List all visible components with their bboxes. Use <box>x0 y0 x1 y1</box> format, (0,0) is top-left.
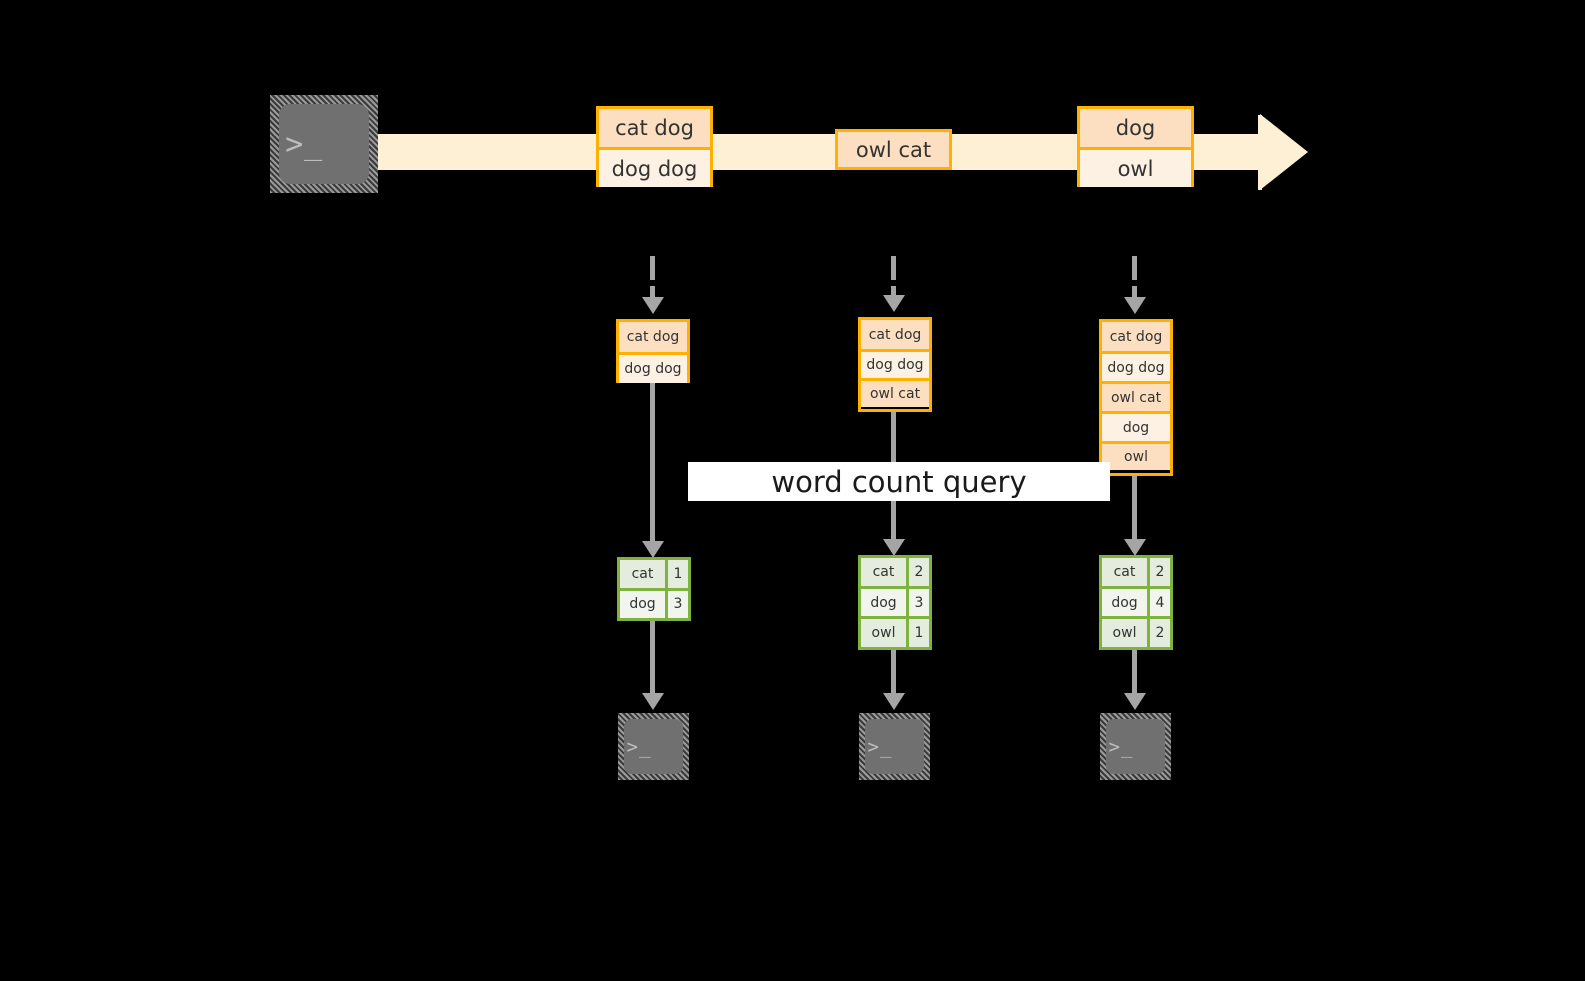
feed-arrow-line-3b <box>1132 286 1137 298</box>
count-value: 2 <box>1147 558 1170 586</box>
snapshot-1-counts-table: cat 1 dog 3 <box>617 557 691 621</box>
sink-arrow-head-2 <box>883 693 905 710</box>
stream-record-3: dog owl <box>1077 106 1194 187</box>
sink-arrow-line-1 <box>650 621 655 699</box>
record-line: owl cat <box>838 132 949 167</box>
query-arrow-head-1 <box>642 541 664 558</box>
stream-record-1: cat dog dog dog <box>596 106 713 187</box>
stream-record-2: owl cat <box>835 129 952 170</box>
count-value: 3 <box>665 590 688 618</box>
sink-arrow-head-1 <box>642 693 664 710</box>
record-line: cat dog <box>599 109 710 147</box>
query-arrow-line-3 <box>1132 476 1137 552</box>
buffer-line: cat dog <box>861 320 929 349</box>
buffer-line: owl cat <box>1102 381 1170 411</box>
feed-arrow-line-2b <box>891 286 896 296</box>
buffer-line: dog dog <box>1102 351 1170 381</box>
count-word: cat <box>620 560 665 588</box>
count-value: 4 <box>1147 588 1170 617</box>
terminal-prompt-glyph: >_ <box>867 735 893 758</box>
source-terminal-icon[interactable]: >_ <box>270 95 378 193</box>
count-value: 2 <box>906 558 929 586</box>
sink-arrow-line-2 <box>891 650 896 700</box>
table-row: cat 2 <box>861 558 929 586</box>
feed-arrow-line-3 <box>1132 256 1137 280</box>
sink-terminal-2-icon[interactable]: >_ <box>859 713 930 780</box>
feed-arrow-head-2 <box>883 295 905 312</box>
count-word: dog <box>861 588 906 617</box>
table-row: dog 3 <box>620 587 688 618</box>
table-row: dog 3 <box>861 585 929 617</box>
count-word: cat <box>861 558 906 586</box>
count-word: cat <box>1102 558 1147 586</box>
snapshot-3-counts-table: cat 2 dog 4 owl 2 <box>1099 555 1173 650</box>
count-value: 1 <box>665 560 688 588</box>
buffer-line: cat dog <box>619 322 687 352</box>
record-line: owl <box>1080 147 1191 187</box>
table-row: dog 4 <box>1102 585 1170 617</box>
table-row: cat 1 <box>620 560 688 588</box>
buffer-line: dog <box>1102 411 1170 441</box>
query-arrow-head-3 <box>1124 539 1146 556</box>
buffer-line: dog dog <box>619 352 687 383</box>
feed-arrow-head-1 <box>642 297 664 314</box>
terminal-screen <box>1106 719 1165 774</box>
count-value: 3 <box>906 588 929 617</box>
table-row: owl 1 <box>861 616 929 648</box>
sink-terminal-3-icon[interactable]: >_ <box>1100 713 1171 780</box>
snapshot-2-buffer: cat dog dog dog owl cat <box>858 317 932 412</box>
terminal-screen <box>624 719 683 774</box>
record-line: dog <box>1080 109 1191 147</box>
stream-arrowhead-icon <box>1260 114 1308 190</box>
feed-arrow-head-3 <box>1124 297 1146 314</box>
table-row: cat 2 <box>1102 558 1170 586</box>
count-word: dog <box>1102 588 1147 617</box>
snapshot-3-buffer: cat dog dog dog owl cat dog owl <box>1099 319 1173 476</box>
terminal-screen <box>279 104 369 184</box>
query-label-text: word count query <box>771 464 1027 499</box>
snapshot-2-counts-table: cat 2 dog 3 owl 1 <box>858 555 932 650</box>
snapshot-1-buffer: cat dog dog dog <box>616 319 690 383</box>
count-word: dog <box>620 590 665 618</box>
sink-arrow-line-3 <box>1132 650 1137 700</box>
count-word: owl <box>861 619 906 648</box>
feed-arrow-line-1 <box>650 256 655 280</box>
feed-arrow-line-1b <box>650 286 655 298</box>
record-line: dog dog <box>599 147 710 187</box>
terminal-prompt-glyph: >_ <box>285 126 324 162</box>
count-value: 2 <box>1147 619 1170 648</box>
table-row: owl 2 <box>1102 616 1170 648</box>
terminal-screen <box>865 719 924 774</box>
sink-arrow-head-3 <box>1124 693 1146 710</box>
buffer-line: owl cat <box>861 378 929 407</box>
feed-arrow-line-2 <box>891 256 896 280</box>
count-value: 1 <box>906 619 929 648</box>
terminal-prompt-glyph: >_ <box>1108 735 1134 758</box>
count-word: owl <box>1102 619 1147 648</box>
query-label: word count query <box>688 462 1110 501</box>
buffer-line: cat dog <box>1102 322 1170 351</box>
query-arrow-line-1 <box>650 383 655 553</box>
buffer-line: dog dog <box>861 349 929 378</box>
terminal-prompt-glyph: >_ <box>626 735 652 758</box>
sink-terminal-1-icon[interactable]: >_ <box>618 713 689 780</box>
buffer-line: owl <box>1102 441 1170 470</box>
query-arrow-head-2 <box>883 539 905 556</box>
